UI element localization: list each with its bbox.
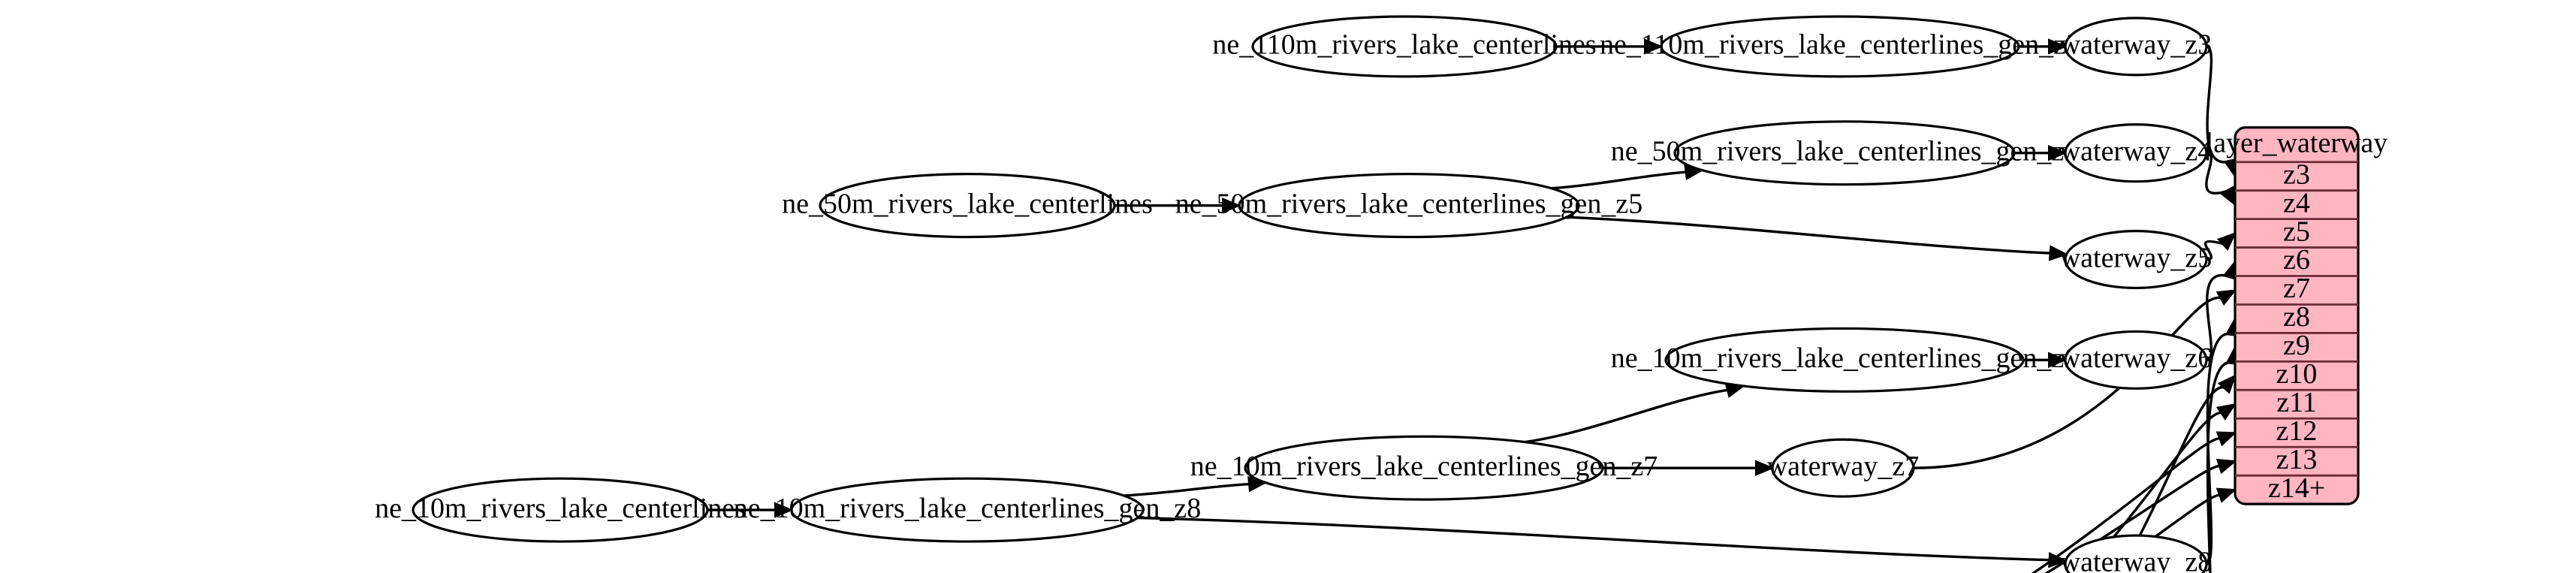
record-layer: layer_waterwayz3z4z5z6z7z8z9z10z11z12z13… (2206, 126, 2388, 505)
edge-arrowhead (2216, 487, 2237, 503)
edge-arrowhead (2048, 145, 2068, 161)
graph-node-ne_10m_rivers_lake_centerlines_gen_z6[interactable]: ne_10m_rivers_lake_centerlines_gen_z6 (1611, 327, 2078, 393)
edge-arrowhead (2216, 289, 2237, 306)
record-row-z3[interactable]: z3 (2283, 158, 2310, 190)
graph-edge (2206, 361, 2234, 573)
graph-edge (2205, 152, 2228, 195)
record-node-layer-waterway[interactable]: layer_waterwayz3z4z5z6z7z8z9z10z11z12z13… (2206, 126, 2388, 505)
node-ellipse (790, 477, 1145, 543)
graph-node-ne_10m_rivers_lake_centerlines_gen_z7[interactable]: ne_10m_rivers_lake_centerlines_gen_z7 (1190, 435, 1658, 501)
graph-edge (2031, 437, 2221, 573)
node-ellipse (412, 477, 709, 543)
edge-arrowhead (2216, 431, 2237, 447)
graph-node-waterway_z3[interactable]: waterway_z3 (2060, 17, 2213, 77)
graph-edge (1566, 216, 2051, 255)
node-layer: imposm3osm_waterway_linestringosm_import… (375, 15, 2213, 573)
graph-node-ne_110m_rivers_lake_centerlines[interactable]: ne_110m_rivers_lake_centerlines (1212, 15, 1597, 78)
graph-edge (1525, 388, 1729, 444)
edge-arrowhead (2216, 458, 2237, 475)
graph-node-waterway_z6[interactable]: waterway_z6 (2060, 330, 2213, 390)
edge-layer (707, 38, 2242, 573)
record-row-z8[interactable]: z8 (2283, 301, 2310, 333)
node-ellipse (1244, 435, 1604, 501)
record-row-z12[interactable]: z12 (2276, 415, 2318, 447)
edge-arrowhead (2216, 231, 2237, 252)
graph-edge (2206, 45, 2233, 164)
node-ellipse (1238, 173, 1580, 239)
graph-node-ne_10m_rivers_lake_centerlines_gen_z8[interactable]: ne_10m_rivers_lake_centerlines_gen_z8 (734, 477, 1201, 543)
graph-edge (2203, 240, 2225, 261)
record-row-z4[interactable]: z4 (2283, 187, 2310, 219)
edge-arrowhead (2216, 403, 2237, 421)
edge-arrowhead (2048, 351, 2068, 369)
graph-node-ne_50m_rivers_lake_centerlines_gen_z5[interactable]: ne_50m_rivers_lake_centerlines_gen_z5 (1175, 173, 1642, 239)
node-ellipse (2064, 123, 2208, 183)
node-ellipse (1660, 15, 2020, 78)
edge-arrowhead (1644, 38, 1664, 55)
graph-node-waterway_z7[interactable]: waterway_z7 (1767, 438, 1920, 498)
record-body (2234, 126, 2360, 505)
graph-node-waterway_z4[interactable]: waterway_z4 (2060, 123, 2213, 183)
node-ellipse (2064, 229, 2208, 290)
record-row-z10[interactable]: z10 (2276, 358, 2318, 390)
graph-edge (2044, 464, 2221, 573)
edge-arrowhead (774, 502, 794, 518)
record-row-z6[interactable]: z6 (2283, 244, 2310, 276)
graph-edge (2103, 493, 2221, 573)
record-row-z7[interactable]: z7 (2283, 273, 2310, 304)
edge-arrowhead (1222, 197, 1241, 214)
graph-node-ne_50m_rivers_lake_centerlines_gen_z4[interactable]: ne_50m_rivers_lake_centerlines_gen_z4 (1611, 120, 2078, 186)
record-row-z11[interactable]: z11 (2276, 387, 2316, 418)
record-title: layer_waterway (2206, 127, 2388, 158)
node-ellipse (819, 173, 1116, 239)
node-ellipse (1664, 327, 2025, 393)
edge-arrowhead (2219, 185, 2237, 207)
graph-node-ne_50m_rivers_lake_centerlines[interactable]: ne_50m_rivers_lake_centerlines (782, 173, 1153, 239)
record-row-z5[interactable]: z5 (2283, 216, 2310, 247)
node-ellipse (2064, 17, 2208, 77)
graph-node-ne_110m_rivers_lake_centerlines_gen_z3[interactable]: ne_110m_rivers_lake_centerlines_gen_z3 (1600, 15, 2080, 78)
node-ellipse (1673, 120, 2016, 186)
record-row-z13[interactable]: z13 (2276, 444, 2318, 475)
graph-node-waterway_z8[interactable]: waterway_z8 (2060, 534, 2213, 573)
edge-arrowhead (2217, 374, 2237, 394)
graph-edge (1124, 482, 1250, 497)
node-ellipse (1771, 438, 1915, 498)
graph-edge (1551, 170, 1687, 190)
record-row-z9[interactable]: z9 (2283, 330, 2310, 361)
graph-edge (2081, 412, 2222, 573)
graph-edge (2206, 273, 2231, 362)
record-row-z14+[interactable]: z14+ (2268, 472, 2325, 504)
graph-edge (1137, 516, 2050, 562)
node-ellipse (1251, 15, 1558, 78)
node-ellipse (2064, 534, 2208, 573)
node-ellipse (2064, 330, 2208, 390)
graph-node-ne_10m_rivers_lake_centerlines[interactable]: ne_10m_rivers_lake_centerlines (375, 477, 746, 543)
graph-node-waterway_z5[interactable]: waterway_z5 (2060, 229, 2213, 290)
edge-arrowhead (2048, 38, 2068, 55)
edge-arrowhead (2048, 245, 2069, 261)
edge-arrowhead (1755, 460, 1775, 476)
